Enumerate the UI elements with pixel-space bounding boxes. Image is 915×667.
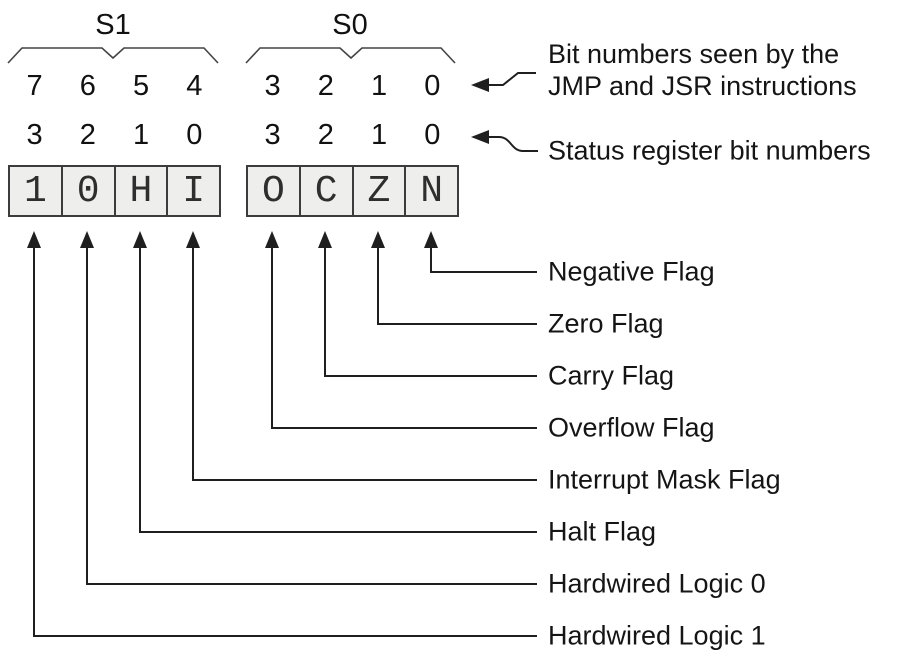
flag-label-halt: Halt Flag [548, 516, 657, 547]
up-arrowhead-icon [265, 231, 279, 248]
up-arrowhead-icon [371, 231, 385, 248]
jmp-bit-numbers-s0: 3 2 1 0 [246, 71, 459, 101]
jmp-bit-numbers-s1: 7 6 5 4 [8, 71, 221, 101]
connector-overflow-flag [271, 246, 537, 429]
jmp-bit-number: 0 [424, 70, 441, 102]
register-cell-i: I [166, 167, 219, 215]
connector-negative-flag [430, 246, 537, 273]
flag-label-negative: Negative Flag [548, 256, 715, 287]
register-s0-box: O C Z N [246, 165, 459, 217]
status-bit-numbers-s1: 3 2 1 0 [8, 120, 221, 150]
connector-hardwired-logic-0 [86, 246, 537, 585]
flag-label-zero: Zero Flag [548, 308, 664, 339]
status-bit-number: 1 [133, 119, 150, 151]
register-cell-0: 0 [60, 167, 114, 215]
jmp-note-line2: JMP and JSR instructions [548, 71, 857, 101]
status-bit-number: 0 [186, 119, 203, 151]
left-arrowhead-icon [471, 130, 489, 144]
status-note-arrow [471, 130, 538, 152]
up-arrowhead-icon [80, 231, 94, 248]
register-s1-box: 1 0 H I [8, 165, 221, 217]
flag-label-overflow: Overflow Flag [548, 412, 715, 443]
up-arrowhead-icon [424, 231, 438, 248]
up-arrowhead-icon [186, 231, 200, 248]
jmp-note-arrow [471, 72, 536, 92]
group-label-s1: S1 [95, 9, 131, 41]
status-bit-number: 3 [264, 119, 281, 151]
connector-carry-flag [324, 246, 537, 377]
jmp-bit-number: 3 [264, 70, 281, 102]
register-cell-n: N [404, 167, 457, 215]
jmp-bit-number: 1 [371, 70, 388, 102]
jmp-bit-numbers-note: Bit numbers seen by the JMP and JSR inst… [548, 38, 857, 102]
flag-label-interrupt-mask: Interrupt Mask Flag [548, 464, 781, 495]
up-arrowhead-icon [318, 231, 332, 248]
connector-halt-flag [139, 246, 537, 533]
jmp-bit-number: 4 [186, 70, 203, 102]
jmp-note-line1: Bit numbers seen by the [548, 39, 840, 69]
status-bit-number: 2 [79, 119, 96, 151]
s1-brace [7, 47, 219, 64]
flag-label-hardwired-0: Hardwired Logic 0 [548, 568, 766, 599]
jmp-bit-number: 2 [317, 70, 334, 102]
flag-label-hardwired-1: Hardwired Logic 1 [548, 620, 766, 651]
status-bit-number: 0 [424, 119, 441, 151]
jmp-bit-number: 5 [133, 70, 150, 102]
register-cell-o: O [261, 169, 285, 213]
up-arrowhead-icon [133, 231, 147, 248]
connector-interrupt-mask-flag [192, 246, 537, 481]
status-bit-numbers-s0: 3 2 1 0 [246, 120, 459, 150]
connector-hardwired-logic-1 [33, 246, 537, 637]
status-bit-number: 2 [317, 119, 334, 151]
status-bit-number: 1 [371, 119, 388, 151]
register-cell-c: C [298, 167, 352, 215]
group-label-s0: S0 [332, 9, 368, 41]
status-bit-numbers-note: Status register bit numbers [548, 135, 871, 166]
up-arrowhead-icon [27, 231, 41, 248]
left-arrowhead-icon [471, 78, 489, 92]
register-cell-z: Z [351, 167, 405, 215]
register-cell-h: H [113, 167, 167, 215]
jmp-bit-number: 7 [26, 70, 43, 102]
flag-label-carry: Carry Flag [548, 360, 675, 391]
jmp-bit-number: 6 [79, 70, 96, 102]
connector-zero-flag [377, 246, 537, 325]
status-bit-number: 3 [26, 119, 43, 151]
register-cell-1: 1 [23, 169, 47, 213]
s0-brace [245, 47, 456, 64]
